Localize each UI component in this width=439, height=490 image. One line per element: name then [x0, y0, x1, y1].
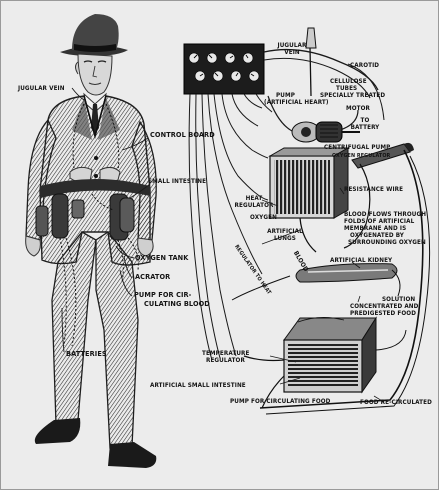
label-pump-1: PUMP — [276, 92, 295, 99]
artificial-kidney — [231, 263, 401, 301]
label-heat-regulator-1: HEAT — [245, 195, 263, 202]
label-temperature-regulator-1: TEMPERATURE — [202, 350, 250, 357]
label-cellulose-tubes-3: SPECIALLY TREATED — [320, 92, 386, 99]
label-to-battery-1: TO — [360, 117, 370, 124]
label-oxygen-tank: OXYGEN TANK — [135, 253, 189, 262]
label-blood-flows-1: BLOOD FLOWS THROUGH — [344, 211, 427, 218]
label-concentrated-food-2: PREDIGESTED FOOD — [350, 310, 417, 317]
man-figure — [25, 14, 157, 468]
artificial-lungs — [259, 142, 431, 415]
label-heat-regulator-2: REGULATOR — [234, 202, 274, 209]
artificial-intestine — [243, 316, 407, 409]
label-centrifugal-pump: CENTRIFUGAL PUMP — [324, 144, 391, 151]
label-artificial-lungs-2: LUNGS — [274, 235, 296, 242]
label-oxygen: OXYGEN — [250, 214, 277, 221]
control-board — [183, 43, 273, 361]
label-control-board: CONTROL BOARD — [150, 130, 215, 139]
label-jugular-vein-right-1: JUGULAR — [277, 42, 307, 49]
label-pump-circulating-blood-2: CULATING BLOOD — [144, 299, 210, 308]
label-motor: MOTOR — [346, 105, 370, 112]
label-pump-2: (ARTIFICIAL HEART) — [264, 99, 329, 106]
label-cellulose-tubes-2: TUBES — [336, 85, 358, 92]
label-acrator: ACRATOR — [135, 272, 171, 281]
label-small-intestine: SMALL INTESTINE — [148, 178, 207, 185]
label-oxygen-regulator: OXYGEN REGULATOR — [332, 153, 391, 159]
label-jugular-vein-left: JUGULAR VEIN — [18, 85, 65, 92]
label-batteries: BATTERIES — [66, 349, 107, 358]
label-jugular-vein-right-2: VEIN — [284, 49, 300, 56]
label-to-battery-2: BATTERY — [350, 124, 380, 131]
label-blood-flows-3: MEMBRANE AND IS — [344, 225, 407, 232]
label-blood-flows-2: FOLDS OF ARTIFICIAL — [344, 218, 415, 225]
leader-lines — [61, 87, 151, 353]
label-food-recirculated: FOOD RE-CIRCULATED — [360, 399, 432, 406]
label-blood-flows-5: SURROUNDING OXYGEN — [348, 239, 426, 246]
label-artificial-lungs-1: ARTIFICIAL — [267, 228, 303, 235]
label-pump-circulating-food: PUMP FOR CIRCULATING FOOD — [230, 398, 331, 405]
pump-motor-assembly — [263, 27, 385, 143]
label-resistance-wire: RESISTANCE WIRE — [344, 186, 404, 193]
label-temperature-regulator-2: REGULATOR — [206, 357, 245, 364]
label-artificial-small-intestine: ARTIFICIAL SMALL INTESTINE — [150, 382, 246, 389]
label-solution: SOLUTION — [382, 296, 416, 303]
label-concentrated-food-1: CONCENTRATED AND — [350, 303, 419, 310]
label-cellulose-tubes-1: CELLULOSE — [330, 78, 367, 85]
label-artificial-kidney: ARTIFICIAL KIDNEY — [330, 257, 393, 264]
label-carotid: CAROTID — [350, 62, 380, 69]
label-pump-circulating-blood-1: PUMP FOR CIR- — [134, 290, 192, 299]
label-blood-flows-4: OXYGENATED BY — [350, 232, 405, 239]
